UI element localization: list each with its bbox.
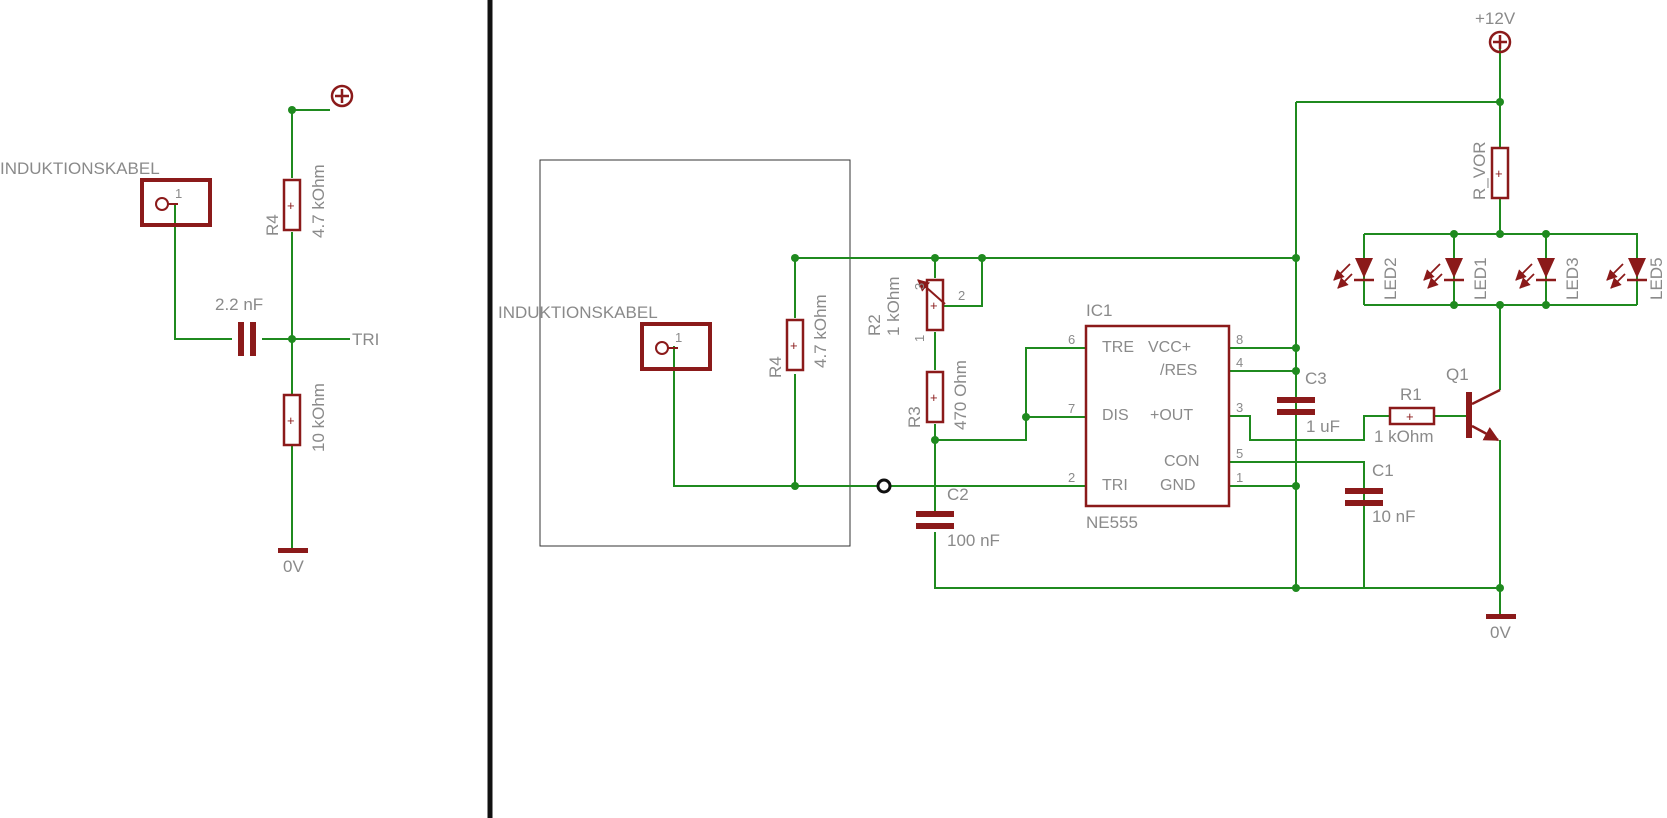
c2-name: C2	[947, 485, 969, 504]
left-capacitor	[238, 322, 256, 356]
r3-plus: +	[930, 390, 938, 405]
c2-value: 100 nF	[947, 531, 1000, 550]
left-cap-value: 2.2 nF	[215, 295, 263, 314]
left-vcc-symbol	[330, 84, 354, 108]
led5	[1606, 258, 1647, 289]
left-r4-resistor: +	[282, 178, 302, 232]
ic-pin-num-4: 4	[1236, 355, 1243, 370]
left-bottom-resistor: +	[282, 393, 302, 447]
c3-value: 1 uF	[1306, 417, 1340, 436]
q1-transistor	[1466, 388, 1501, 442]
rvor-name: R_VOR	[1470, 141, 1489, 200]
ic-pin-num-1: 1	[1236, 470, 1243, 485]
left-tri-label: TRI	[352, 330, 379, 349]
left-wires	[174, 109, 350, 548]
ic-pin-num-8: 8	[1236, 332, 1243, 347]
detector-frame	[539, 159, 851, 547]
r1-name: R1	[1400, 385, 1422, 404]
led3	[1515, 258, 1556, 289]
c2-capacitor	[916, 511, 954, 529]
ic-pin-label-out: +OUT	[1150, 407, 1193, 424]
left-junctions	[288, 106, 296, 343]
left-r4-name: R4	[263, 214, 282, 236]
led3-name: LED3	[1563, 257, 1582, 300]
left-connector-name: INDUKTIONSKABEL	[0, 159, 160, 178]
ic-pin-label-tri: TRI	[1102, 477, 1128, 494]
led5-name: LED5	[1647, 257, 1666, 300]
ic-pin-label-vcc: VCC+	[1148, 339, 1191, 356]
ic-pin-label-con: CON	[1164, 453, 1200, 470]
c3-name: C3	[1305, 369, 1327, 388]
right-r4-value: 4.7 kOhm	[811, 294, 830, 368]
led1-name: LED1	[1471, 257, 1490, 300]
r3-name: R3	[905, 406, 924, 428]
right-r4-name: R4	[766, 356, 785, 378]
right-r4-resistor: +	[785, 318, 805, 372]
r1-plus: +	[1406, 409, 1414, 424]
right-junctions	[791, 98, 1550, 592]
led1	[1423, 258, 1464, 289]
right-ground-symbol	[1486, 614, 1516, 619]
ic-pin-num-6: 6	[1068, 332, 1075, 347]
ic-pin-label-dis: DIS	[1102, 407, 1129, 424]
r2-pin-2: 2	[958, 288, 965, 303]
r3-value: 470 Ohm	[951, 360, 970, 430]
ic1-type: NE555	[1086, 513, 1138, 532]
led2	[1333, 258, 1374, 289]
rvor-resistor: +	[1490, 146, 1510, 200]
left-r4-value: 4.7 kOhm	[309, 164, 328, 238]
rvor-plus: +	[1495, 166, 1503, 181]
ic-pin-num-7: 7	[1068, 401, 1075, 416]
vcc-label: +12V	[1475, 9, 1516, 28]
ic-pin-num-3: 3	[1236, 400, 1243, 415]
right-r4-plus: +	[790, 338, 798, 353]
left-circuit: INDUKTIONSKABEL 1 + R4 4.7 kOhm 2.2 nF T…	[0, 84, 379, 576]
r2-potentiometer: +	[917, 278, 946, 332]
led2-name: LED2	[1381, 257, 1400, 300]
ic1-name: IC1	[1086, 301, 1112, 320]
left-bottom-value: 10 kOhm	[309, 383, 328, 452]
ic-pin-label-res: /RES	[1160, 362, 1197, 379]
right-connector-name: INDUKTIONSKABEL	[498, 303, 658, 322]
r2-name: R2	[865, 314, 884, 336]
left-ground-symbol	[278, 548, 308, 553]
c1-capacitor	[1345, 488, 1383, 506]
r2-pin-3: 3	[912, 283, 927, 290]
r1-resistor: +	[1388, 406, 1436, 426]
left-r4-plus: +	[287, 198, 295, 213]
left-bottom-plus: +	[287, 413, 295, 428]
ic-pin-label-gnd: GND	[1160, 477, 1196, 494]
r2-plus: +	[930, 298, 938, 313]
ic-pin-num-5: 5	[1236, 446, 1243, 461]
r1-value: 1 kOhm	[1374, 427, 1434, 446]
left-gnd-label: 0V	[283, 557, 304, 576]
ic-pin-num-2: 2	[1068, 470, 1075, 485]
c3-capacitor	[1277, 397, 1315, 415]
r2-pin-1: 1	[912, 335, 927, 342]
c1-value: 10 nF	[1372, 507, 1415, 526]
right-gnd-label: 0V	[1490, 623, 1511, 642]
trigger-test-point	[876, 478, 892, 494]
r2-value: 1 kOhm	[884, 276, 903, 336]
q1-name: Q1	[1446, 365, 1469, 384]
right-vcc-symbol	[1488, 30, 1512, 54]
c1-name: C1	[1372, 461, 1394, 480]
right-connector-pin: 1	[675, 330, 682, 345]
ic1-ne555	[1084, 324, 1231, 508]
right-circuit: INDUKTIONSKABEL 1 + R4 4.7 kOhm + R2 1 k…	[498, 9, 1666, 642]
r3-resistor: +	[925, 370, 945, 424]
left-connector	[140, 178, 212, 227]
right-connector	[640, 322, 712, 371]
ic-pin-label-tre: TRE	[1102, 339, 1134, 356]
left-connector-pin: 1	[175, 186, 182, 201]
